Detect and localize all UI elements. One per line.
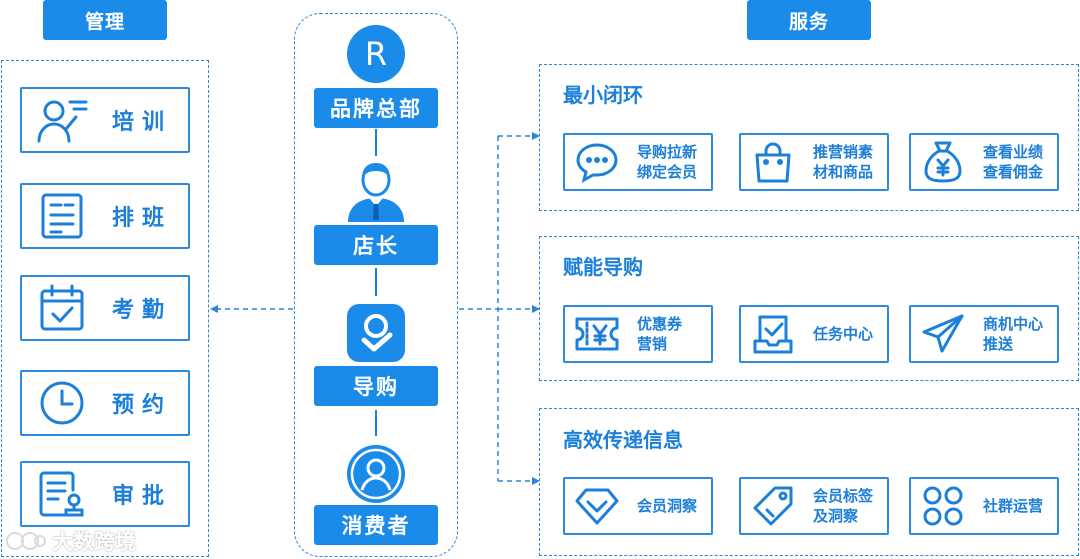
approval-icon [34,470,90,518]
manager-icon [344,158,408,222]
node-store-manager[interactable]: 店长 [314,225,438,265]
service-item-opportunity[interactable]: 商机中心推送 [909,305,1059,363]
money-bag-icon [919,140,967,184]
service-group-info-delivery [539,408,1079,556]
service-item-text: 导购拉新绑定会员 [637,143,698,181]
service-group-title: 高效传递信息 [563,428,683,452]
node-brand-hq[interactable]: 品牌总部 [314,88,438,128]
management-panel [1,60,209,557]
service-item-push-marketing[interactable]: 推营销素材和商品 [739,133,889,191]
management-item-attendance[interactable]: 考勤 [20,275,190,341]
clock-icon [34,379,90,427]
coupon-icon [573,312,621,356]
management-item-label: 排班 [112,206,173,231]
service-item-text: 查看业绩查看佣金 [983,143,1044,181]
management-item-training[interactable]: 培训 [20,87,190,153]
management-header: 管理 [43,0,167,40]
service-item-text: 会员标签及洞察 [813,487,874,525]
brand-r-icon [346,24,406,84]
connector-line [375,410,377,436]
center-hierarchy-panel [294,13,458,557]
service-item-text: 会员洞察 [637,497,698,515]
shopping-bag-icon [749,140,797,184]
service-group-title: 赋能导购 [563,255,643,279]
management-item-label: 培训 [112,110,173,135]
service-item-task-center[interactable]: 任务中心 [739,305,889,363]
service-item-text: 推营销素材和商品 [813,143,874,181]
management-item-appointment[interactable]: 预约 [20,370,190,436]
watermark-text: 大数跨境 [52,530,136,554]
management-item-label: 审批 [112,484,173,509]
trainer-icon [34,96,90,144]
watermark-logo-icon [6,532,46,550]
chat-icon [573,140,621,184]
send-icon [919,312,967,356]
node-consumer[interactable]: 消费者 [314,505,438,545]
service-group-minimal-loop [539,64,1079,211]
management-item-schedule[interactable]: 排班 [20,183,190,249]
management-item-approval[interactable]: 审批 [20,461,190,527]
service-group-title: 最小闭环 [563,83,643,107]
vip-icon [573,484,621,528]
service-item-text: 优惠券营销 [637,315,683,353]
service-item-recruit-member[interactable]: 导购拉新绑定会员 [563,133,713,191]
connector-line [375,268,377,296]
guide-app-icon [347,304,405,362]
connector-line [375,129,377,156]
task-icon [749,312,797,356]
management-item-label: 考勤 [112,298,173,323]
tag-icon [749,484,797,528]
service-item-community[interactable]: 社群运营 [909,477,1059,535]
watermark: 大数跨境 [4,526,136,556]
service-item-text: 社群运营 [983,497,1044,515]
services-header: 服务 [747,0,871,40]
schedule-icon [34,192,90,240]
service-item-member-insight[interactable]: 会员洞察 [563,477,713,535]
brand-letter: R [364,35,388,73]
service-item-text: 商机中心推送 [983,315,1044,353]
consumer-icon [346,444,406,504]
service-item-performance[interactable]: 查看业绩查看佣金 [909,133,1059,191]
service-item-member-tags[interactable]: 会员标签及洞察 [739,477,889,535]
service-item-coupon[interactable]: 优惠券营销 [563,305,713,363]
community-icon [919,484,967,528]
service-item-text: 任务中心 [813,325,874,343]
service-group-empower-guide [539,236,1079,381]
management-item-label: 预约 [112,393,173,418]
node-shopping-guide[interactable]: 导购 [314,366,438,406]
calendar-check-icon [34,284,90,332]
